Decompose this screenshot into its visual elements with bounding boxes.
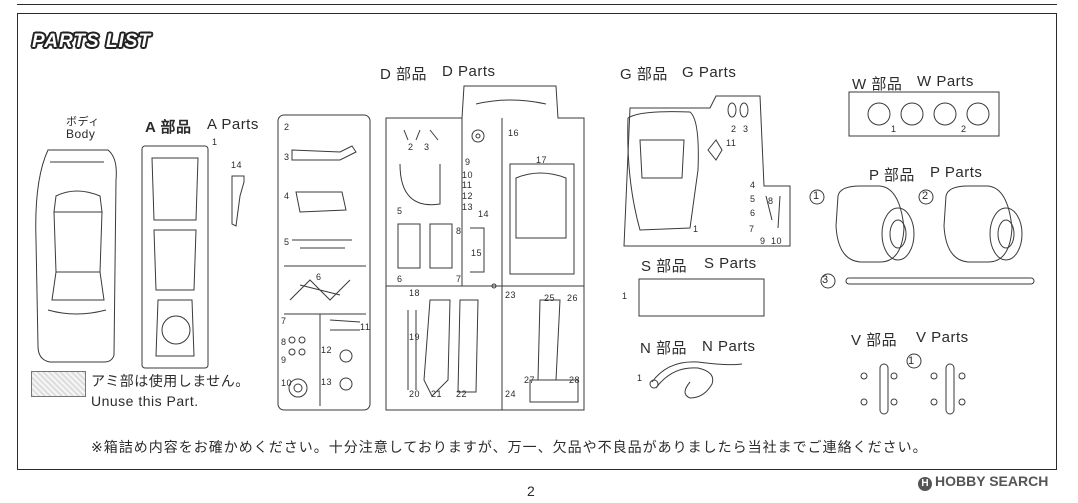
p-parts-tires — [809, 185, 1035, 289]
parts-list-title: PARTS LIST — [32, 31, 152, 52]
d-part-number: 6 — [397, 274, 403, 284]
parts-list-frame — [17, 13, 1057, 470]
d-part-number: 7 — [456, 274, 462, 284]
g-parts-runner — [623, 95, 791, 247]
d-part-number: 12 — [321, 345, 333, 355]
d-part-number: 15 — [471, 248, 483, 258]
g-part-number: 10 — [771, 236, 783, 246]
p-parts-label-jp: P 部品 — [869, 167, 915, 184]
d-part-number: 13 — [321, 377, 333, 387]
d-part-number: 12 — [462, 191, 474, 201]
page-number: 2 — [527, 483, 535, 499]
unused-note-jp: アミ部は使用しません。 — [91, 373, 250, 389]
d-parts-runner-left — [277, 114, 371, 411]
v-parts-runner — [860, 353, 966, 415]
s-part-number: 1 — [622, 291, 628, 301]
a-part-number: 14 — [231, 160, 243, 170]
d-part-number: 6 — [316, 272, 322, 282]
d-part-number: 22 — [456, 389, 468, 399]
d-part-number: 4 — [284, 191, 290, 201]
n-parts-band — [649, 361, 743, 399]
v-part-number: 1 — [908, 355, 915, 367]
n-parts-label-jp: N 部品 — [640, 340, 688, 357]
g-part-number: 5 — [750, 194, 756, 204]
d-part-number: 3 — [424, 142, 430, 152]
d-part-number: 16 — [508, 128, 520, 138]
p-parts-label-en: P Parts — [930, 164, 983, 181]
v-parts-label-en: V Parts — [916, 329, 969, 346]
w-parts-runner — [848, 91, 1000, 137]
d-parts-label-en: D Parts — [442, 63, 496, 80]
g-part-number: 2 — [731, 124, 737, 134]
d-part-number: 5 — [397, 206, 403, 216]
d-part-number: 2 — [284, 122, 290, 132]
g-part-number: 4 — [750, 180, 756, 190]
d-part-number: 17 — [536, 155, 548, 165]
d-part-number: 3 — [284, 152, 290, 162]
d-part-number: 13 — [462, 202, 474, 212]
d-part-number: 21 — [431, 389, 443, 399]
d-part-number: 19 — [409, 332, 421, 342]
w-part-number: 1 — [891, 124, 897, 134]
d-part-number: 24 — [505, 389, 517, 399]
p-part-number: 3 — [822, 274, 829, 286]
g-part-number: 6 — [750, 208, 756, 218]
d-parts-runner-main — [385, 85, 585, 411]
top-rule — [17, 0, 1057, 5]
d-part-number: 2 — [408, 142, 414, 152]
a-parts-label-jp: A 部品 — [145, 119, 192, 136]
d-part-number: 14 — [478, 209, 490, 219]
body-label-en: Body — [66, 127, 96, 141]
v-parts-label-jp: V 部品 — [851, 332, 898, 349]
d-part-number: 27 — [524, 375, 536, 385]
w-parts-label-en: W Parts — [917, 73, 974, 90]
d-part-number: 11 — [462, 180, 473, 190]
s-parts-plate — [638, 278, 765, 317]
g-part-number: 7 — [749, 224, 755, 234]
d-part-number: 25 — [544, 293, 556, 303]
g-part-number: 11 — [726, 138, 737, 148]
d-part-number: 18 — [409, 288, 421, 298]
g-parts-label-en: G Parts — [682, 64, 737, 81]
watermark-text: HOBBY SEARCH — [935, 473, 1049, 489]
logo-icon: H — [918, 477, 932, 491]
footer-note: ※箱詰め内容をお確かめください。十分注意しておりますが、万一、欠品や不良品があり… — [91, 439, 928, 455]
body-label-jp: ボディ — [66, 116, 100, 128]
car-body-drawing — [35, 149, 117, 363]
d-part-number: 7 — [281, 316, 287, 326]
d-part-number: 8 — [281, 337, 287, 347]
d-part-number: 10 — [281, 378, 293, 388]
g-parts-label-jp: G 部品 — [620, 66, 668, 83]
d-part-number: 5 — [284, 237, 290, 247]
d-part-number: 11 — [360, 322, 371, 332]
d-part-number: 20 — [409, 389, 421, 399]
unused-note-en: Unuse this Part. — [91, 393, 199, 409]
g-part-number: 1 — [693, 224, 699, 234]
g-part-number: 9 — [760, 236, 766, 246]
g-part-number: 8 — [768, 196, 774, 206]
n-parts-label-en: N Parts — [702, 338, 756, 355]
w-part-number: 2 — [961, 124, 967, 134]
d-part-number: 10 — [462, 170, 474, 180]
d-part-number: 26 — [567, 293, 579, 303]
n-part-number: 1 — [637, 373, 643, 383]
unused-part-swatch — [31, 371, 86, 397]
w-parts-label-jp: W 部品 — [852, 76, 903, 93]
p-part-number: 1 — [813, 190, 820, 202]
d-part-number: 8 — [456, 226, 462, 236]
p-part-number: 2 — [922, 190, 929, 202]
a-parts-label-en: A Parts — [207, 116, 259, 133]
d-part-number: 23 — [505, 290, 517, 300]
s-parts-label-jp: S 部品 — [641, 258, 688, 275]
d-part-number: 9 — [465, 157, 471, 167]
d-part-number: 9 — [281, 355, 287, 365]
a-parts-frame-drawing — [141, 145, 245, 369]
s-parts-label-en: S Parts — [704, 255, 757, 272]
a-part-number: 1 — [212, 137, 218, 147]
d-parts-label-jp: D 部品 — [380, 66, 428, 83]
g-part-number: 3 — [743, 124, 749, 134]
